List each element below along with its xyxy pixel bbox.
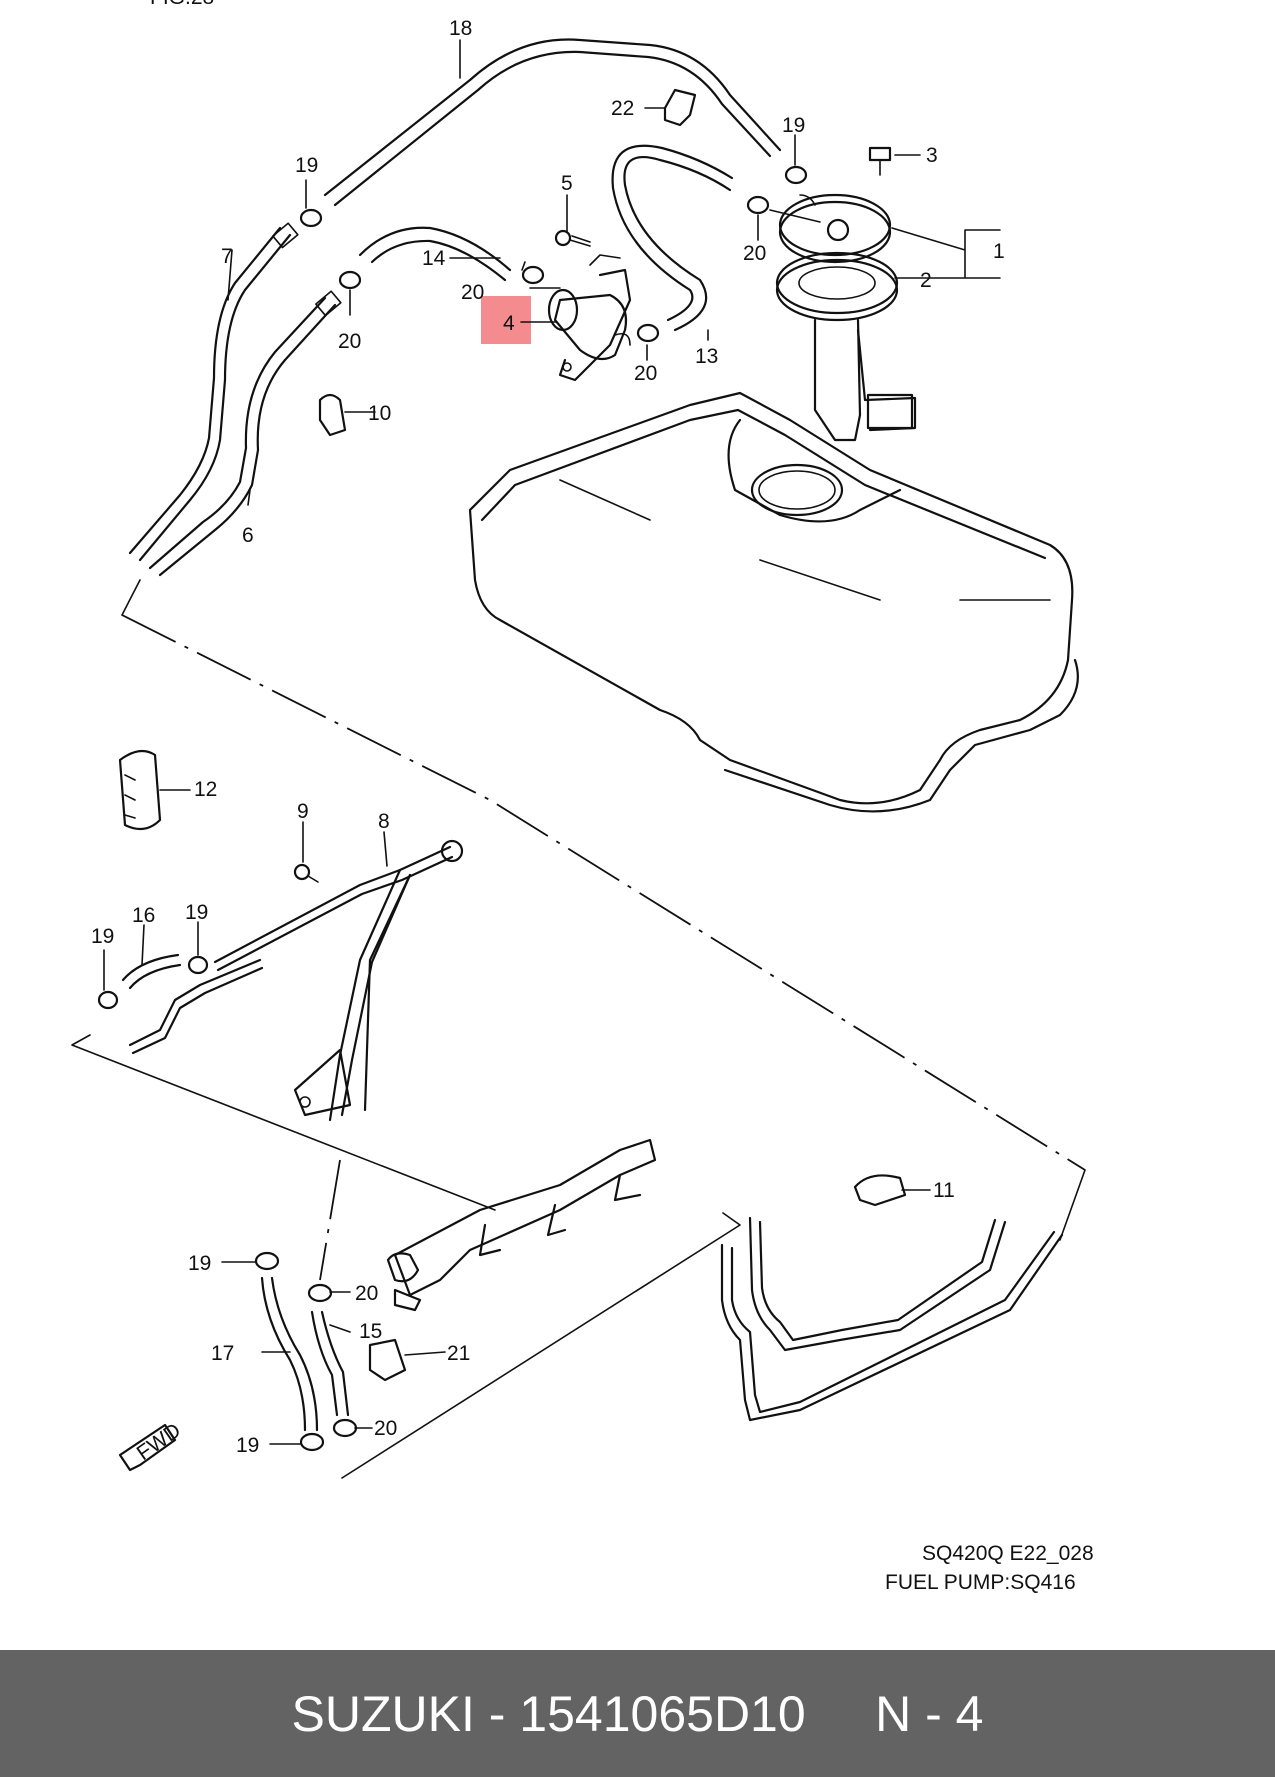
callout-15: 15 [359,1320,382,1343]
callout-7: 7 [221,245,233,268]
hose-17 [260,1276,319,1432]
clamp-19-a [97,990,119,1010]
clamp-19-d [299,1432,325,1452]
callout-22: 22 [611,97,634,120]
bolt-5 [554,229,591,247]
drawing-note: FUEL PUMP:SQ416 [885,1571,1076,1594]
callout-19: 19 [188,1252,211,1275]
bolt-9 [293,863,319,883]
callout-3: 3 [926,144,938,167]
callout-21: 21 [447,1342,470,1365]
fuel-filter-4 [547,254,632,382]
callout-19: 19 [236,1434,259,1457]
leader-lines [103,39,1001,1445]
callout-13: 13 [695,345,718,368]
fuel-rail [386,1138,657,1312]
clip-22 [663,88,697,127]
fuel-pump-assembly [769,193,917,442]
fuel-tank [468,391,1079,813]
footer-part-number: SUZUKI - 1541065D10 N - 4 [291,1685,984,1742]
callout-2: 2 [920,269,932,292]
callout-12: 12 [194,778,217,801]
callout-18: 18 [449,17,472,40]
callout-14: 14 [422,247,446,270]
fwd-arrow-icon: FWD [118,1419,185,1472]
callout-4: 4 [503,312,515,335]
clamp-19-c [254,1251,280,1271]
callout-11: 11 [933,1179,955,1202]
pipe-7 [128,222,299,562]
bolt-3 [868,146,892,176]
callout-6: 6 [242,524,254,547]
callout-9: 9 [297,800,309,823]
callout-5: 5 [561,172,573,195]
footer-bar: SUZUKI - 1541065D10 N - 4 [0,1650,1275,1777]
clamp-20-d [332,1418,358,1438]
boundary-lines [71,579,1086,1479]
hose-13 [611,144,734,332]
callout-20: 20 [461,281,484,304]
fwd-label: FWD [133,1419,185,1465]
tank-pipes-lower [720,1216,1064,1422]
parts-diagram: FIG.28 [71,0,1094,1594]
pipe-6 [148,290,342,577]
callout-20: 20 [355,1282,378,1305]
callout-19: 19 [782,114,805,137]
callout-20: 20 [743,242,766,265]
callout-19: 19 [91,925,114,948]
clamp-group [299,165,808,343]
hose-15 [310,1310,350,1417]
clip-21 [368,1338,407,1382]
callout-20: 20 [374,1417,397,1440]
clamp-19-b [187,955,209,975]
callout-20: 20 [338,330,361,353]
clamp-20-c [307,1283,333,1303]
drawing-reference: SQ420Q E22_028 [922,1542,1094,1565]
clip-12 [118,749,162,831]
highlight-box [481,296,531,344]
callout-labels: 18 22 19 3 19 5 1 20 7 14 20 2 4 20 20 1… [91,17,1005,1457]
hose-16 [121,953,182,990]
figure-title-fragment: FIG.28 [150,0,214,9]
callout-10: 10 [368,402,391,425]
callout-17: 17 [211,1342,234,1365]
callout-19: 19 [295,154,318,177]
hose-18 [323,38,782,207]
hose-14 [358,226,512,282]
callout-16: 16 [132,904,155,927]
callout-19: 19 [185,901,208,924]
clip-11 [853,1174,907,1207]
clip-10 [318,393,347,437]
callout-20: 20 [634,362,657,385]
callout-1: 1 [993,240,1005,263]
callout-8: 8 [378,810,390,833]
pipe-assembly-8 [128,839,464,1122]
